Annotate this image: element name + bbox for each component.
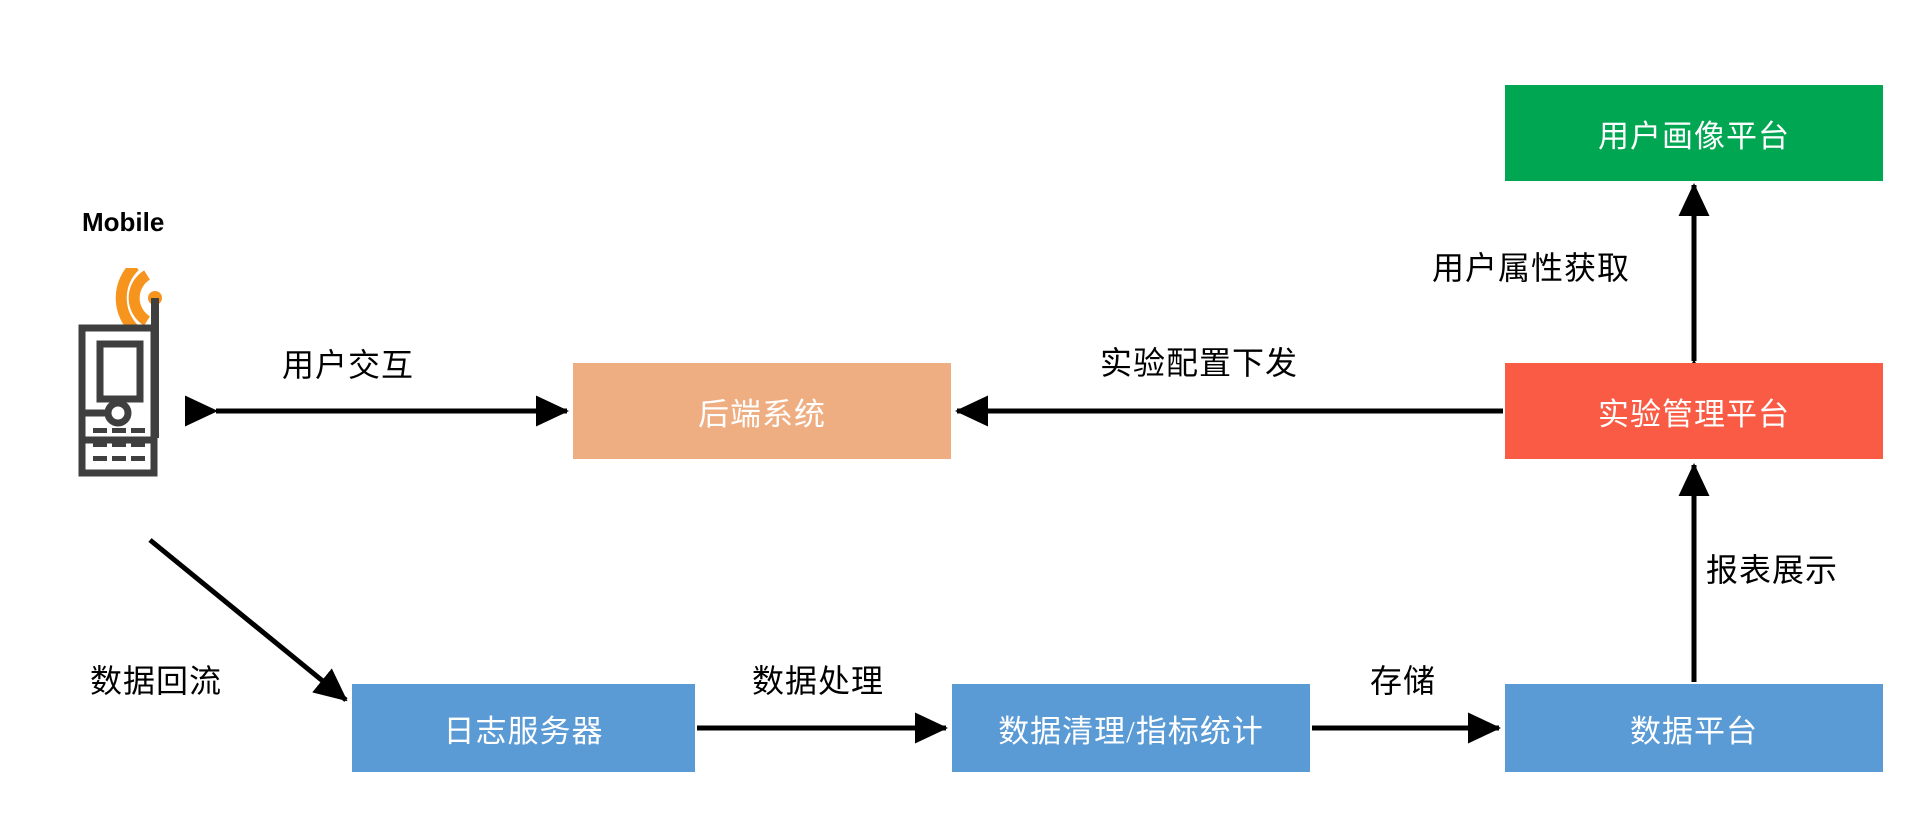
node-label: 日志服务器 <box>443 713 604 749</box>
phone-keypad <box>93 428 145 461</box>
edge-label-user-attribute-fetch: 用户属性获取 <box>1432 250 1631 286</box>
edge-label-user-interaction: 用户交互 <box>282 347 415 383</box>
node-label: 实验管理平台 <box>1598 396 1790 432</box>
node-label: 数据清理/指标统计 <box>998 713 1264 749</box>
mobile-phone-icon <box>78 262 198 503</box>
edge-label-data-processing: 数据处理 <box>752 663 885 699</box>
mobile-phone-glyph <box>78 262 162 477</box>
node-experiment-management-platform[interactable]: 实验管理平台 <box>1505 363 1883 459</box>
edge-label-storage: 存储 <box>1370 663 1437 699</box>
node-user-profile-platform[interactable]: 用户画像平台 <box>1505 85 1883 181</box>
edge-label-report-display: 报表展示 <box>1706 552 1839 588</box>
phone-body-outline <box>78 324 158 477</box>
mobile-title-label: Mobile <box>82 207 165 237</box>
node-backend-system[interactable]: 后端系统 <box>573 363 951 459</box>
node-label: 数据平台 <box>1630 713 1758 749</box>
node-label: 后端系统 <box>698 396 826 432</box>
node-data-platform[interactable]: 数据平台 <box>1505 684 1883 772</box>
edge-label-data-backflow: 数据回流 <box>90 663 223 699</box>
node-log-server[interactable]: 日志服务器 <box>352 684 695 772</box>
edge-label-experiment-config-push: 实验配置下发 <box>1100 345 1299 381</box>
signal-waves-icon <box>115 262 151 334</box>
node-label: 用户画像平台 <box>1598 118 1790 154</box>
phone-screen <box>96 340 144 403</box>
phone-nav-button <box>104 399 132 427</box>
node-data-cleaning-metrics[interactable]: 数据清理/指标统计 <box>952 684 1310 772</box>
